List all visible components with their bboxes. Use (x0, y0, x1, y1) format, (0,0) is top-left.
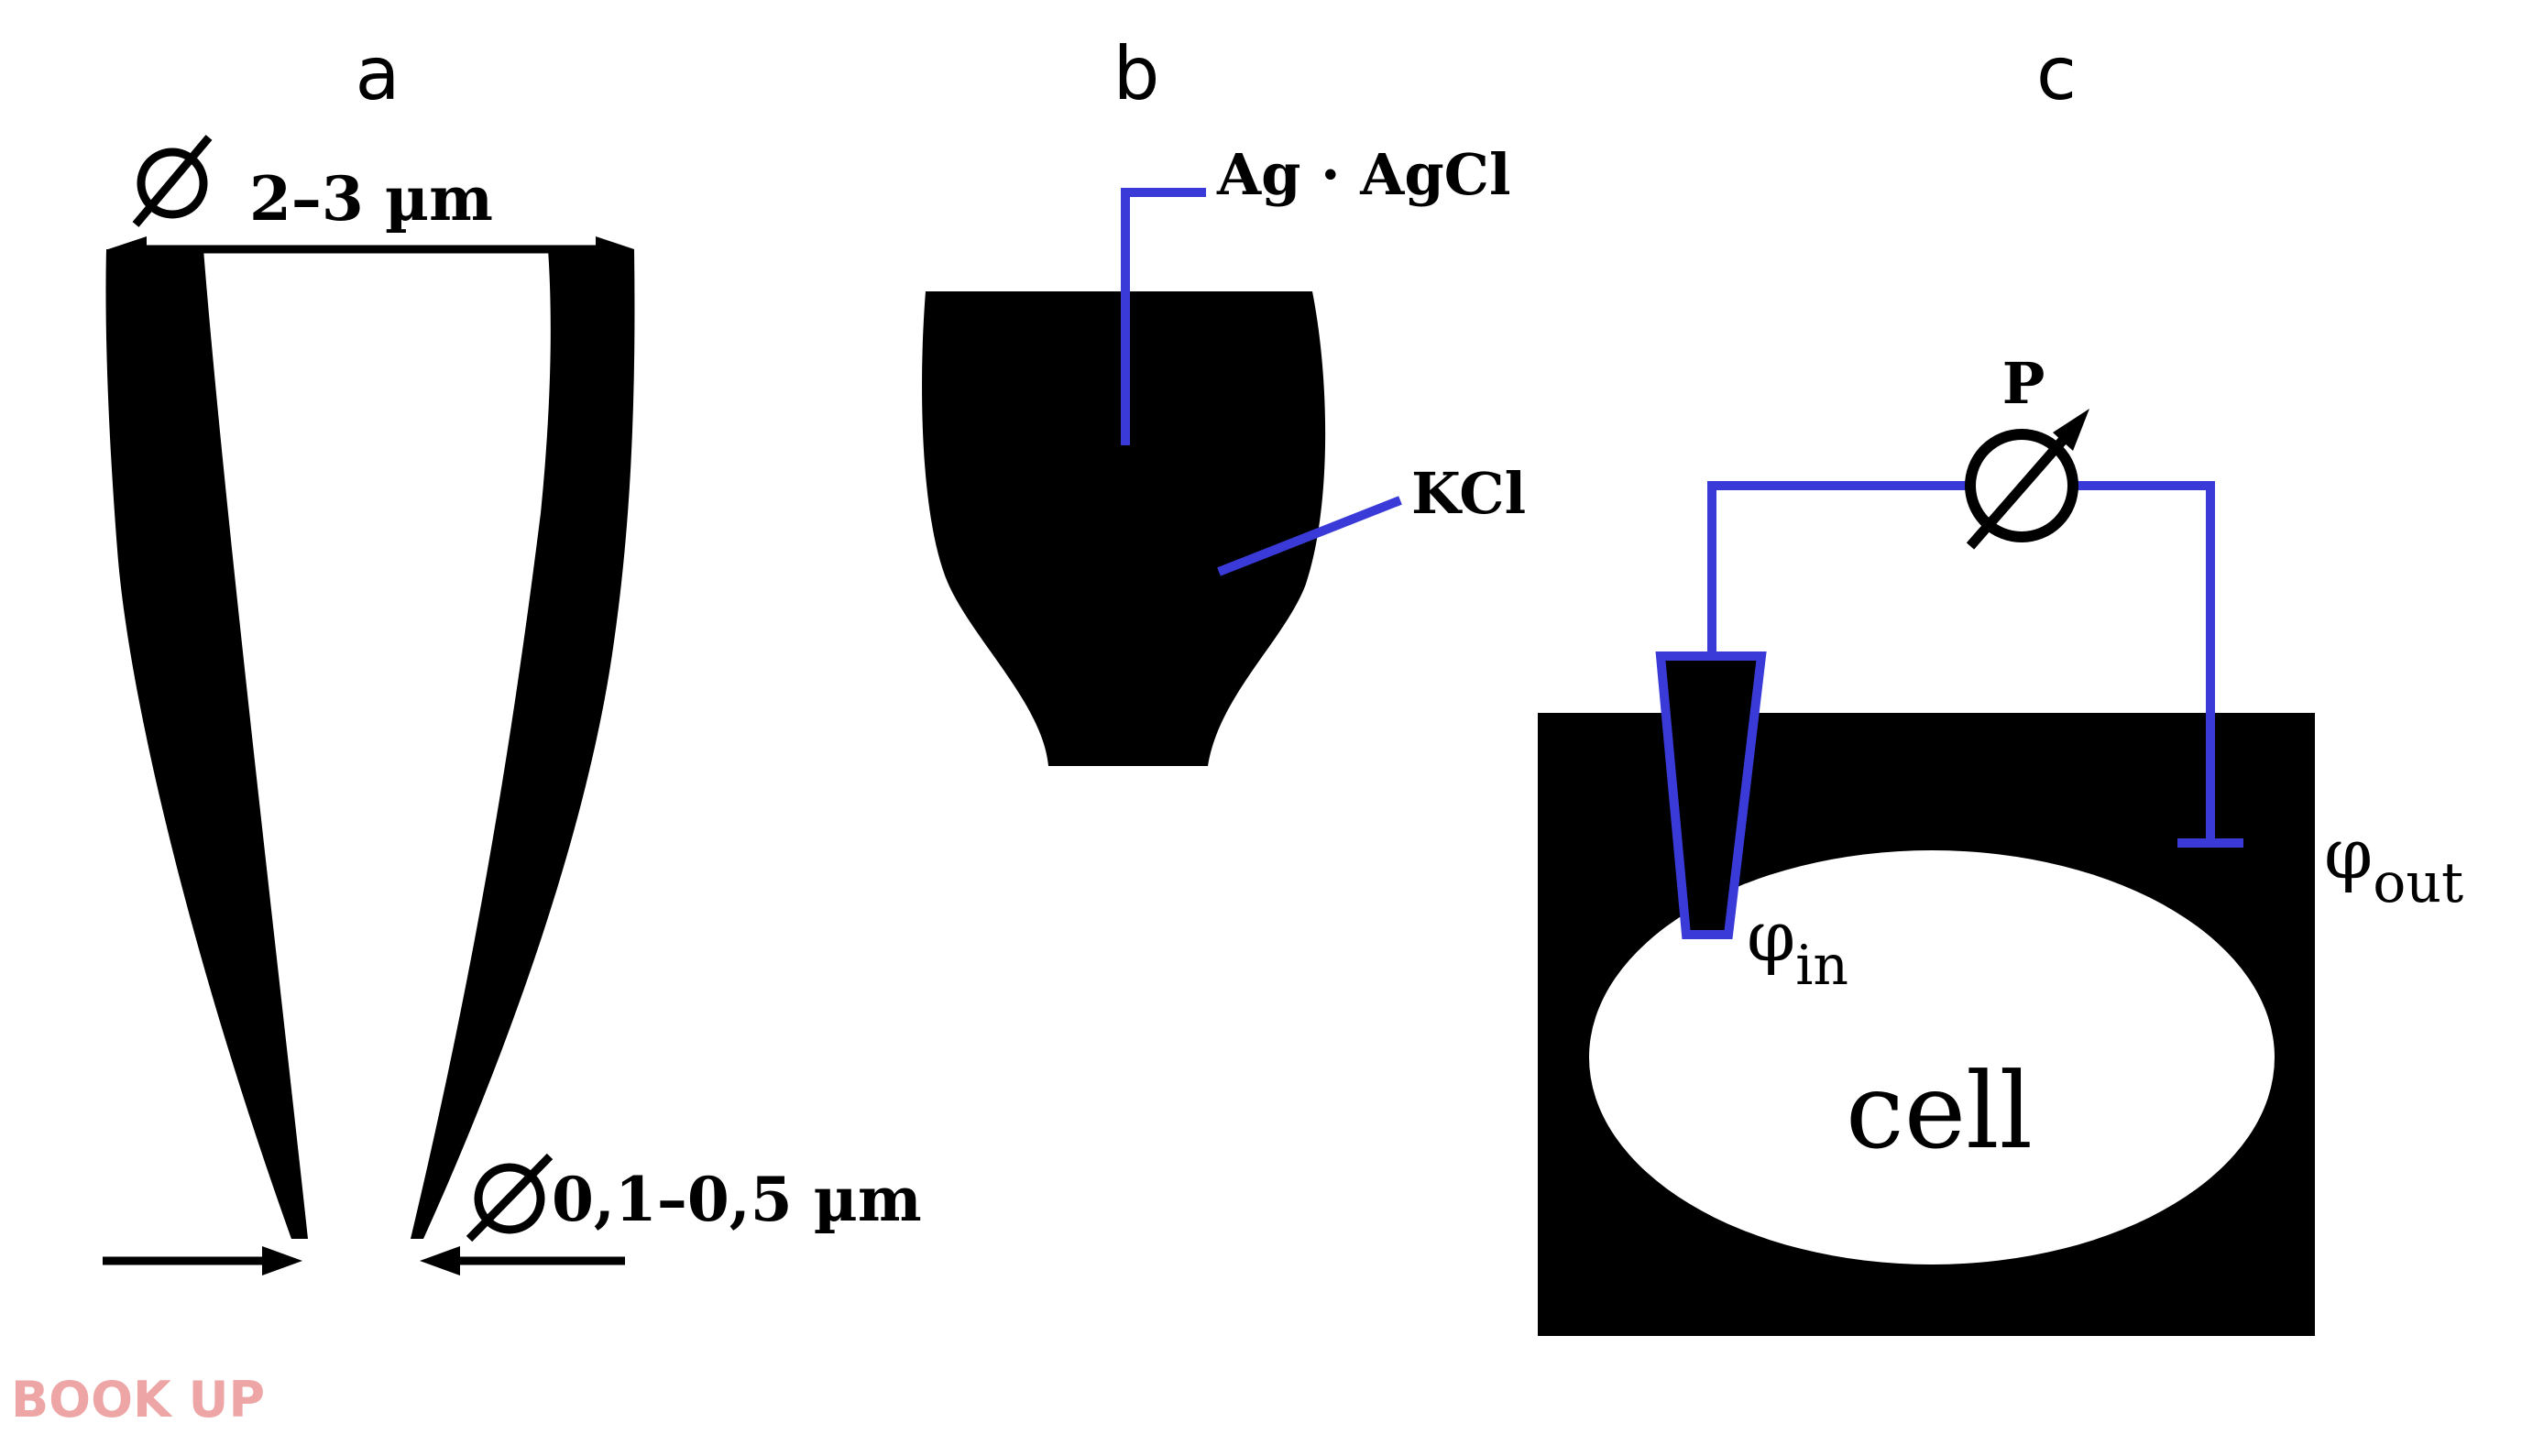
circuit-wire-right (2075, 481, 2215, 843)
tip-diameter-icon (466, 1153, 554, 1243)
book-up-logo: BOOK UP (11, 1371, 265, 1429)
pipette-holder-body (922, 291, 1326, 766)
tip-diameter-label: 0,1–0,5 µm (552, 1164, 922, 1235)
diameter-icon (132, 135, 213, 227)
phi-in-label: φin (1747, 895, 1848, 998)
phi-out-symbol: φ (2324, 813, 2373, 894)
logo-text: BOOK UP (11, 1371, 265, 1429)
phi-in-subscript: in (1795, 934, 1848, 998)
pipette-right-wall (411, 249, 635, 1239)
circuit-wire-left (1707, 481, 1970, 656)
panel-a: a 2–3 µm 0,1–0,5 µm (103, 31, 922, 1275)
kcl-leader (1217, 496, 1402, 576)
pipette-left-wall (105, 249, 308, 1239)
phi-out-label: φout (2324, 813, 2463, 915)
panel-b-label: b (1113, 31, 1160, 116)
panel-c-label: c (2036, 31, 2077, 116)
cell-label: cell (1846, 1050, 2033, 1172)
microelectrode (1655, 651, 1767, 939)
agcl-label: Ag · AgCl (1216, 141, 1511, 208)
panel-b: b Ag · AgCl KCl (922, 31, 1526, 766)
top-diameter-label: 2–3 µm (249, 163, 493, 235)
tip-right-arrow (420, 1246, 625, 1275)
kcl-label: KCl (1411, 460, 1526, 527)
agcl-wire (1121, 188, 1206, 445)
panel-c: c cell P φin φout (1538, 31, 2463, 1336)
phi-in-symbol: φ (1747, 895, 1795, 977)
cell-body (1589, 850, 2275, 1264)
panel-a-label: a (355, 31, 400, 116)
phi-out-subscript: out (2373, 851, 2463, 915)
tip-left-arrow (103, 1246, 302, 1275)
voltmeter-icon (1965, 409, 2089, 550)
meter-label: P (2002, 350, 2045, 417)
